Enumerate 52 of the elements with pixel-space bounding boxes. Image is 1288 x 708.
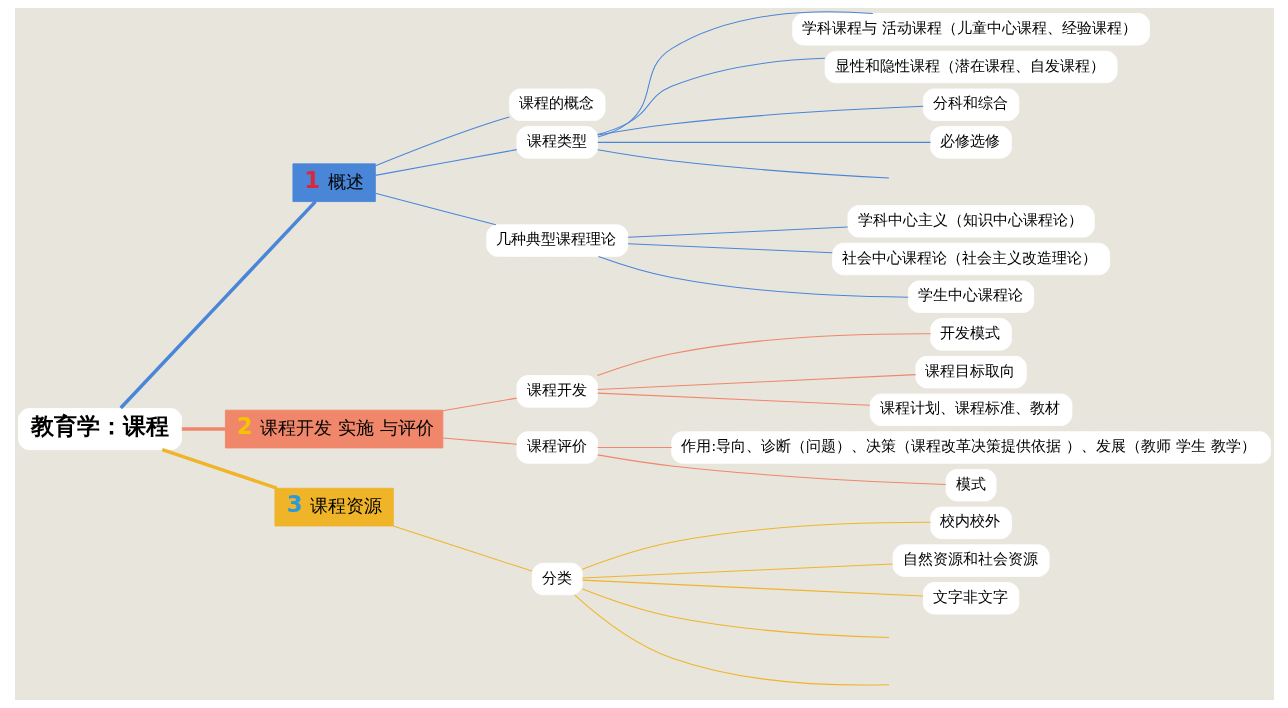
connector bbox=[597, 255, 909, 298]
connector bbox=[581, 579, 924, 597]
connector bbox=[581, 588, 890, 638]
connector bbox=[181, 427, 225, 431]
node-box: 自然资源和社会资源 bbox=[892, 544, 1050, 577]
node-box: 几种典型课程理论 bbox=[485, 224, 628, 257]
connector bbox=[596, 374, 916, 391]
node-box: 分科和综合 bbox=[922, 88, 1019, 121]
connector bbox=[581, 563, 893, 579]
connector bbox=[596, 105, 924, 136]
node-box: 分类 bbox=[531, 562, 583, 596]
node-box: 课程目标取向 bbox=[914, 355, 1027, 389]
node-box: 课程评价 bbox=[516, 431, 598, 464]
node-box: 学科中心主义（知识中心课程论） bbox=[846, 205, 1095, 238]
node-box: 1 概述 bbox=[292, 163, 376, 202]
node-box: 模式 bbox=[945, 468, 996, 502]
connector bbox=[581, 521, 931, 570]
node-box: 作用:导向、诊断（问题）、决策（课程改革决策提供依据 ）、发展（教师 学生 教学） bbox=[670, 431, 1271, 464]
connector bbox=[596, 446, 672, 449]
connector bbox=[161, 448, 277, 490]
node-box: 开发模式 bbox=[929, 318, 1012, 351]
connector bbox=[596, 333, 931, 377]
node-box: 课程类型 bbox=[516, 126, 598, 159]
connector bbox=[596, 392, 870, 406]
connector bbox=[627, 243, 833, 254]
node-box: 3 课程资源 bbox=[274, 487, 394, 527]
connector bbox=[442, 437, 517, 445]
node-box: 课程的概念 bbox=[508, 88, 605, 121]
node-box: 教育学：课程 bbox=[17, 408, 182, 451]
node-box: 文字非文字 bbox=[922, 582, 1019, 615]
node-box: 学生中心课程论 bbox=[907, 280, 1034, 313]
connector bbox=[573, 594, 889, 686]
node-box: 显性和隐性课程（潜在课程、自发课程） bbox=[824, 50, 1117, 84]
node-box: 社会中心课程论（社会主义改造理论） bbox=[831, 242, 1110, 276]
node-box: 校内校外 bbox=[929, 506, 1012, 540]
connector bbox=[118, 200, 317, 410]
connector bbox=[442, 397, 517, 412]
node-box: 课程开发 bbox=[516, 375, 598, 408]
node-box: 学科课程与 活动课程（儿童中心课程、经验课程） bbox=[791, 13, 1150, 46]
connector bbox=[374, 149, 517, 176]
connector bbox=[374, 192, 496, 226]
node-box: 2 课程开发 实施 与评价 bbox=[224, 409, 443, 449]
node-box: 必修选修 bbox=[929, 126, 1012, 159]
connector bbox=[627, 226, 848, 238]
connector bbox=[596, 11, 873, 138]
connector bbox=[596, 141, 931, 143]
connector bbox=[392, 525, 533, 572]
node-box: 课程计划、课程标准、教材 bbox=[869, 393, 1072, 426]
connector bbox=[596, 57, 825, 136]
connector bbox=[596, 454, 946, 485]
connector bbox=[596, 149, 889, 179]
connector bbox=[374, 116, 510, 167]
